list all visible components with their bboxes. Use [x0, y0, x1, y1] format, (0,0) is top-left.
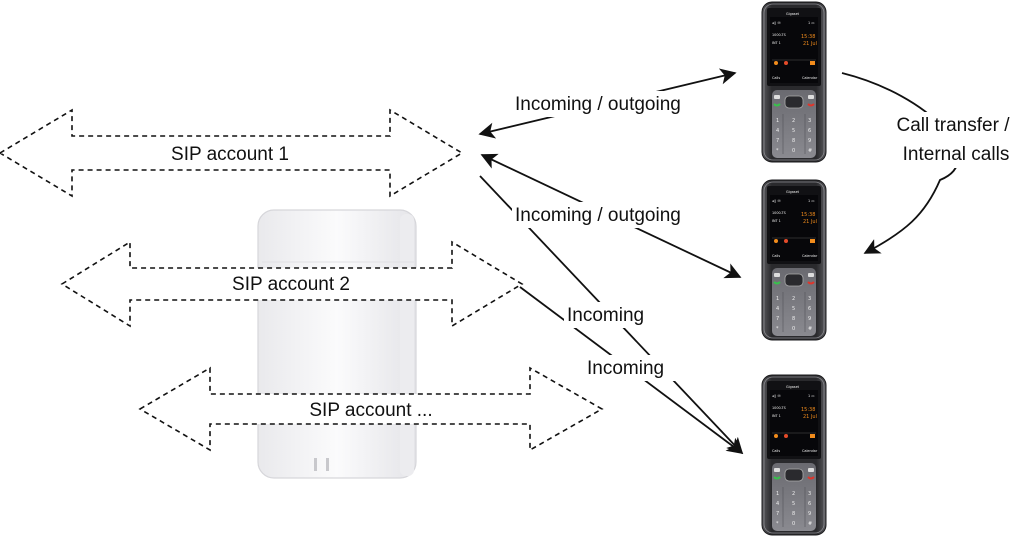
- handset-line2-right: 21 Jul: [803, 414, 817, 420]
- transfer-label-line-2: Internal calls: [903, 144, 1010, 165]
- key-hash: #: [808, 521, 812, 527]
- handset-keypad: 1 2 3 4 5 6 7 8 9 * 0 #: [776, 296, 812, 332]
- flow-label-2: Incoming / outgoing: [515, 205, 681, 226]
- handset-line1-right: 15:38: [801, 212, 815, 218]
- key-6: 6: [808, 128, 811, 134]
- base-station-image: [257, 209, 417, 479]
- key-star: *: [776, 521, 779, 527]
- handset-line1-left: 1000-TS: [772, 211, 786, 215]
- handset-brand: Gigaset: [786, 190, 800, 194]
- key-4: 4: [776, 501, 779, 507]
- key-0: 0: [792, 521, 795, 527]
- handset-softkey-left: Calls: [772, 76, 780, 80]
- key-hash: #: [808, 148, 812, 154]
- key-7: 7: [776, 316, 779, 322]
- handset-keypad: 1 2 3 4 5 6 7 8 9 * 0 #: [776, 491, 812, 527]
- flow-label-1-group: Incoming / outgoing: [512, 91, 712, 117]
- flow-label-3-group: Incoming: [564, 302, 660, 328]
- handset-line2-left: INT 1: [772, 41, 781, 45]
- key-2: 2: [792, 491, 795, 497]
- key-star: *: [776, 148, 779, 154]
- handset-softkey-left: Calls: [772, 254, 780, 258]
- transfer-label-line-1: Call transfer /: [897, 115, 1011, 136]
- key-1: 1: [776, 118, 779, 124]
- handset-line1-right: 15:38: [801, 407, 815, 413]
- handset-status-right: 1 ▭: [808, 394, 814, 398]
- sip-account-2-arrow: SIP account 2: [60, 240, 524, 328]
- sip-account-3-label: SIP account ...: [309, 400, 432, 421]
- handset-status-left: ◂❙ ✉: [772, 21, 781, 25]
- key-5: 5: [792, 501, 795, 507]
- handset-line2-right: 21 Jul: [803, 41, 817, 47]
- flow-label-4-group: Incoming: [584, 355, 680, 381]
- key-4: 4: [776, 306, 779, 312]
- handset-2: Gigaset ◂❙ ✉ 1 ▭ 1000-TS 15:38 INT 1 21 …: [761, 179, 827, 341]
- handset-line1-left: 1000-TS: [772, 406, 786, 410]
- key-3: 3: [808, 296, 811, 302]
- handset-status-left: ◂❙ ✉: [772, 394, 781, 398]
- key-7: 7: [776, 138, 779, 144]
- key-3: 3: [808, 118, 811, 124]
- handset-brand: Gigaset: [786, 12, 800, 16]
- handset-keypad: 1 2 3 4 5 6 7 8 9 * 0 #: [776, 118, 812, 154]
- key-0: 0: [792, 148, 795, 154]
- flow-label-1: Incoming / outgoing: [515, 94, 681, 115]
- handset-brand: Gigaset: [786, 385, 800, 389]
- key-1: 1: [776, 491, 779, 497]
- key-hash: #: [808, 326, 812, 332]
- key-8: 8: [792, 511, 795, 517]
- key-2: 2: [792, 296, 795, 302]
- handset-3: Gigaset ◂❙ ✉ 1 ▭ 1000-TS 15:38 INT 1 21 …: [761, 374, 827, 536]
- sip-account-3-arrow: SIP account ...: [138, 366, 604, 452]
- key-6: 6: [808, 501, 811, 507]
- sip-account-1-label: SIP account 1: [171, 144, 289, 165]
- handset-line2-left: INT 1: [772, 414, 781, 418]
- handset-1: Gigaset ◂❙ ✉ 1 ▭ 1000-TS 15:38 INT 1 21 …: [761, 1, 827, 163]
- handset-status-right: 1 ▭: [808, 21, 814, 25]
- sip-account-2-label: SIP account 2: [232, 274, 350, 295]
- handset-softkey-right: Calendar: [802, 449, 818, 453]
- transfer-label-group: Call transfer / Internal calls: [882, 112, 1020, 168]
- sip-account-1-arrow: SIP account 1: [0, 108, 464, 198]
- handset-softkey-right: Calendar: [802, 254, 818, 258]
- handset-status-right: 1 ▭: [808, 199, 814, 203]
- handset-softkey-left: Calls: [772, 449, 780, 453]
- key-8: 8: [792, 316, 795, 322]
- key-3: 3: [808, 491, 811, 497]
- key-8: 8: [792, 138, 795, 144]
- key-5: 5: [792, 128, 795, 134]
- key-9: 9: [808, 511, 811, 517]
- handset-status-left: ◂❙ ✉: [772, 199, 781, 203]
- handset-line2-left: INT 1: [772, 219, 781, 223]
- key-1: 1: [776, 296, 779, 302]
- flow-label-2-group: Incoming / outgoing: [512, 202, 712, 228]
- internal-call-arrow: [841, 72, 960, 254]
- key-9: 9: [808, 138, 811, 144]
- handset-line1-left: 1000-TS: [772, 33, 786, 37]
- key-4: 4: [776, 128, 779, 134]
- handset-line1-right: 15:38: [801, 34, 815, 40]
- handset-line2-right: 21 Jul: [803, 219, 817, 225]
- flow-label-3: Incoming: [567, 305, 644, 326]
- key-9: 9: [808, 316, 811, 322]
- flow-label-4: Incoming: [587, 358, 664, 379]
- key-2: 2: [792, 118, 795, 124]
- key-6: 6: [808, 306, 811, 312]
- key-7: 7: [776, 511, 779, 517]
- key-star: *: [776, 326, 779, 332]
- key-5: 5: [792, 306, 795, 312]
- key-0: 0: [792, 326, 795, 332]
- handset-softkey-right: Calendar: [802, 76, 818, 80]
